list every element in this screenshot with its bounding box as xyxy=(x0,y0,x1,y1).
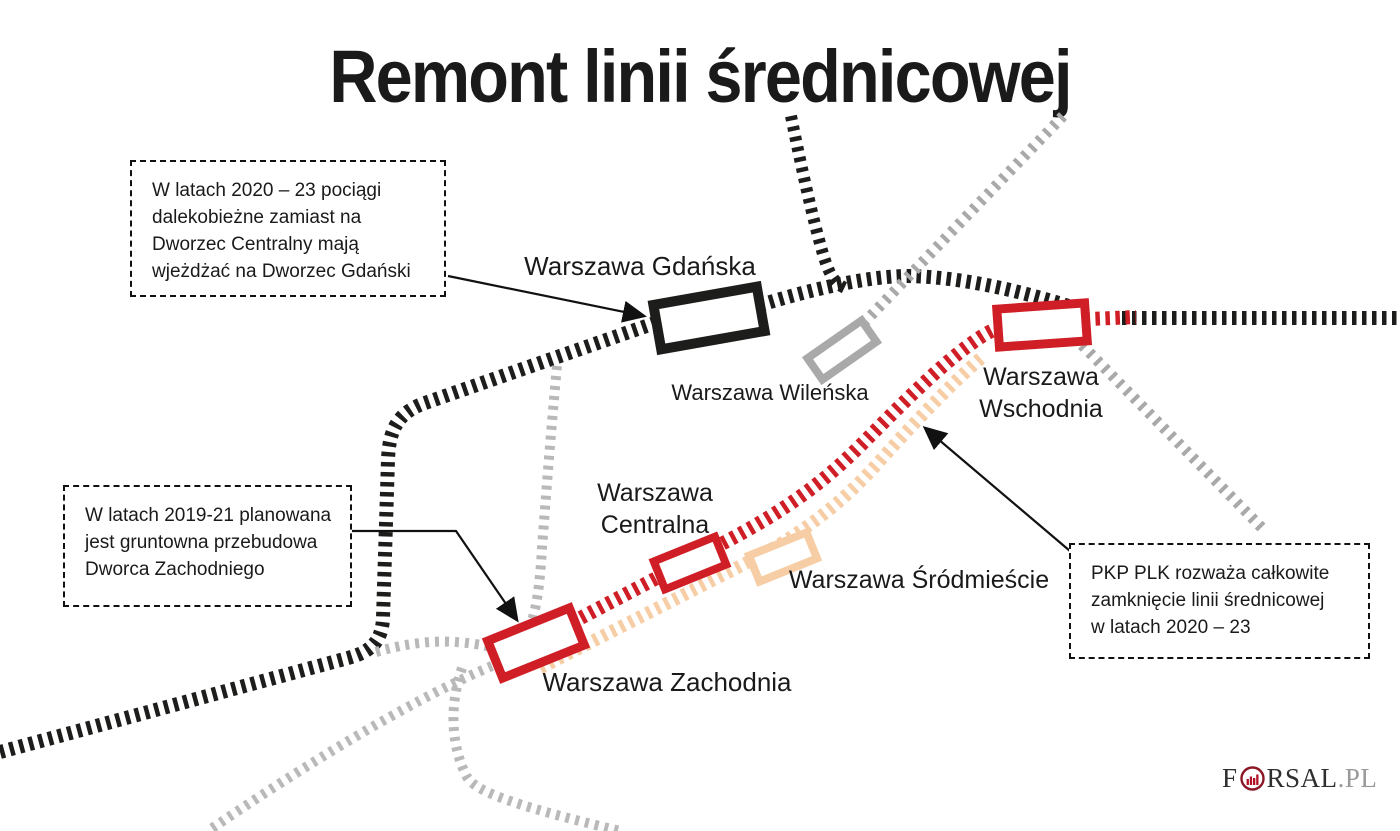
station-label-srodmiescie: Warszawa Śródmieście xyxy=(788,566,1050,594)
annotation-box-zamkniecie: PKP PLK rozważa całkowite zamknięcie lin… xyxy=(1069,543,1370,659)
line-gray-west-spur xyxy=(374,636,498,657)
line-gray-south-hook xyxy=(448,666,622,831)
station-rect-wilenska xyxy=(801,314,883,386)
forsal-logo-bar-chart-circle-icon xyxy=(1239,766,1265,791)
line-gray-wilenska xyxy=(826,112,1067,362)
station-rect-gdanska xyxy=(647,280,771,356)
forsal-logo: F RSAL .PL xyxy=(1222,763,1377,794)
station-label-wschodnia: Warszawa Wschodnia xyxy=(979,363,1103,423)
line-black-north-branch xyxy=(785,114,848,294)
station-rect-zachodnia xyxy=(481,602,591,684)
arrow-to-srednicowa xyxy=(922,426,1071,552)
station-label-gdanska: Warszawa Gdańska xyxy=(524,251,756,281)
line-gray-north-south xyxy=(525,365,562,628)
forsal-logo-f: F xyxy=(1222,763,1238,793)
forsal-logo-rsal: RSAL xyxy=(1266,763,1338,793)
line-red-dalekobiezna xyxy=(506,310,1137,662)
arrow-to-zachodnia xyxy=(352,529,519,623)
station-label-zachodnia: Warszawa Zachodnia xyxy=(542,667,792,697)
forsal-logo-pl: .PL xyxy=(1337,763,1378,793)
arrow-to-gdanska xyxy=(447,274,647,323)
station-rect-centralna xyxy=(648,531,732,595)
line-black-main xyxy=(0,268,1081,759)
line-gray-southwest xyxy=(205,661,494,831)
page-title: Remont linii średnicowej xyxy=(329,35,1072,118)
annotation-box-zachodni: W latach 2019-21 planowana jest gruntown… xyxy=(63,485,352,607)
line-gray-wschodnia-southeast xyxy=(1078,341,1266,532)
annotation-box-gdanski: W latach 2020 – 23 pociągi dalekobieżne … xyxy=(130,160,446,297)
station-rect-wschodnia xyxy=(991,298,1093,352)
station-label-wilenska: Warszawa Wileńska xyxy=(671,380,869,405)
station-label-centralna: Warszawa Centralna xyxy=(597,479,713,539)
station-rect-srodmiescie xyxy=(743,527,823,587)
